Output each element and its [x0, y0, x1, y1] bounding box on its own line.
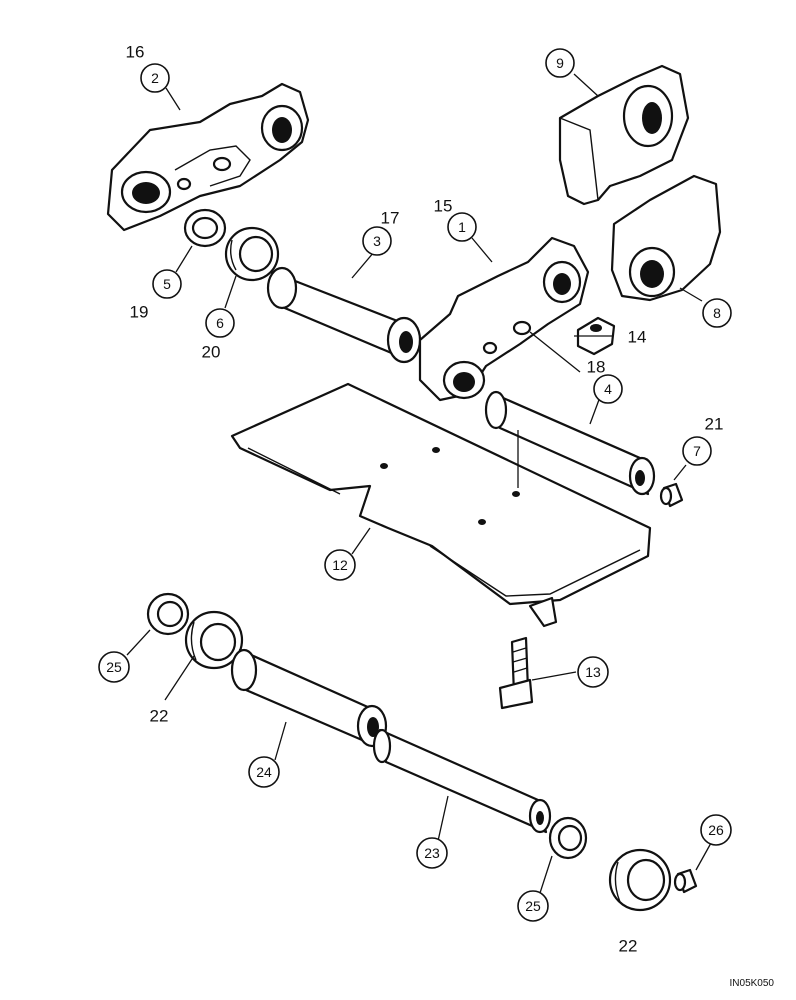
label-22-left: 22	[150, 707, 169, 726]
bushing-lower	[230, 648, 388, 748]
track-shoe	[230, 382, 652, 628]
callout-26: 26	[700, 814, 732, 846]
svg-text:8: 8	[713, 305, 721, 321]
svg-text:2: 2	[151, 70, 159, 86]
link-half-right-lower	[610, 174, 722, 302]
callout-9: 9	[545, 48, 575, 78]
seal-lower-right	[548, 816, 588, 860]
bolt	[498, 636, 534, 710]
label-14: 14	[628, 328, 647, 347]
bushing-upper	[266, 266, 422, 364]
label-19: 19	[130, 303, 149, 322]
callout-8: 8	[702, 298, 732, 328]
callout-24: 24	[248, 756, 280, 788]
callout-2: 2	[140, 63, 170, 93]
label-16: 16	[126, 43, 145, 62]
seal-ring-lower-left	[184, 610, 244, 670]
callout-4: 4	[593, 374, 623, 404]
svg-text:24: 24	[256, 764, 272, 780]
svg-text:1: 1	[458, 219, 466, 235]
svg-text:7: 7	[693, 443, 701, 459]
callout-13: 13	[577, 656, 609, 688]
label-18: 18	[587, 358, 606, 377]
svg-text:25: 25	[106, 659, 122, 675]
svg-text:6: 6	[216, 315, 224, 331]
label-21: 21	[705, 415, 724, 434]
pin-upper	[484, 390, 656, 496]
seal-ring-upper	[224, 226, 280, 282]
callout-25-right: 25	[517, 890, 549, 922]
svg-text:9: 9	[556, 55, 564, 71]
svg-text:25: 25	[525, 898, 541, 914]
plug-lower	[673, 868, 698, 894]
track-link-center	[418, 236, 590, 402]
callout-5: 5	[152, 269, 182, 299]
callout-12: 12	[324, 549, 356, 581]
label-20: 20	[202, 343, 221, 362]
track-link-left	[106, 82, 310, 232]
plug	[659, 482, 684, 508]
svg-text:13: 13	[585, 664, 601, 680]
label-15: 15	[434, 197, 453, 216]
pin-lower	[372, 728, 552, 834]
label-17: 17	[381, 209, 400, 228]
callout-6: 6	[205, 308, 235, 338]
callout-3: 3	[362, 226, 392, 256]
seal-upper	[183, 208, 227, 248]
seal-ring-lower-right	[608, 848, 672, 912]
callout-1: 1	[447, 212, 477, 242]
svg-text:12: 12	[332, 557, 348, 573]
seal-lower-left	[146, 592, 190, 636]
label-22-right: 22	[619, 937, 638, 956]
svg-text:23: 23	[424, 845, 440, 861]
leader-lines	[126, 73, 712, 894]
svg-text:26: 26	[708, 822, 724, 838]
callout-25-left: 25	[98, 651, 130, 683]
link-half-right-upper	[558, 64, 690, 206]
callout-23: 23	[416, 837, 448, 869]
svg-text:3: 3	[373, 233, 381, 249]
svg-text:5: 5	[163, 276, 171, 292]
drawing-code: IN05K050	[730, 978, 775, 989]
svg-text:4: 4	[604, 381, 612, 397]
callout-7: 7	[682, 436, 712, 466]
